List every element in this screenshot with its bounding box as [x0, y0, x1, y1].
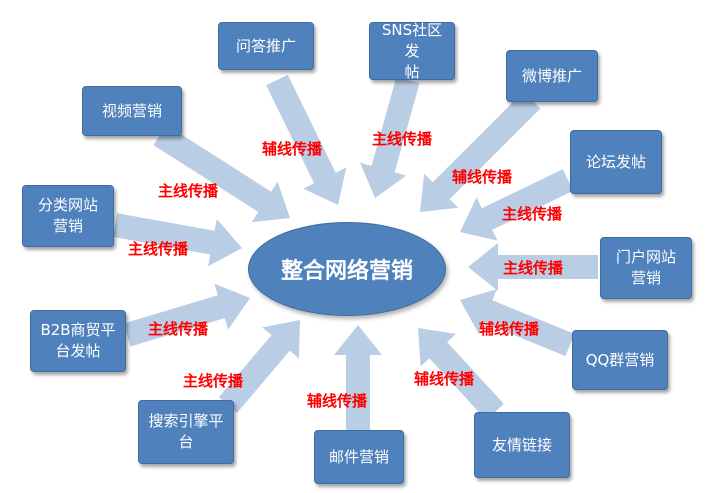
edge-label-classified: 主线传播: [128, 240, 189, 258]
node-weibo-label: 微博推广: [521, 66, 582, 85]
arrow-classified: [112, 213, 243, 267]
arrow-qq: [460, 289, 575, 357]
arrow-weibo: [420, 91, 541, 212]
edge-label-portal: 主线传播: [503, 259, 564, 277]
edge-label-video: 主线传播: [158, 182, 219, 200]
node-forum[interactable]: 论坛发帖: [570, 130, 662, 194]
node-forum-label: 论坛发帖: [585, 152, 646, 171]
node-video-label: 视频营销: [101, 101, 162, 120]
node-wenda[interactable]: 问答推广: [218, 22, 314, 70]
arrow-portal: [468, 243, 598, 291]
node-portal[interactable]: 门户网站 营销: [600, 237, 692, 299]
arrow-sns: [360, 76, 420, 198]
node-classified-label: 分类网站 营销: [37, 196, 98, 235]
arrow-email: [334, 325, 382, 430]
edge-label-sns: 主线传播: [372, 130, 433, 148]
node-b2b-label: B2B商贸平 台发帖: [40, 321, 116, 360]
node-email[interactable]: 邮件营销: [314, 430, 404, 484]
node-friendlink[interactable]: 友情链接: [474, 412, 570, 478]
center-label: 整合网络营销: [280, 259, 413, 284]
node-qq[interactable]: QQ群营销: [572, 330, 668, 390]
arrow-friendlink: [418, 328, 504, 421]
node-search-label: 搜索引擎平 台: [148, 412, 224, 451]
edge-label-forum: 主线传播: [502, 205, 563, 223]
edge-label-friendlink: 辅线传播: [414, 370, 475, 388]
arrow-search: [218, 320, 300, 413]
node-email-label: 邮件营销: [328, 447, 389, 466]
node-wenda-label: 问答推广: [235, 36, 296, 55]
center-node[interactable]: 整合网络营销: [248, 222, 446, 316]
node-b2b[interactable]: B2B商贸平 台发帖: [30, 310, 126, 372]
edge-label-search: 主线传播: [183, 372, 244, 390]
edge-label-b2b: 主线传播: [148, 320, 209, 338]
node-sns-label: SNS社区发 帖: [381, 20, 443, 81]
edge-label-weibo: 辅线传播: [452, 168, 513, 186]
arrow-b2b: [123, 283, 250, 347]
arrow-wenda: [266, 74, 347, 205]
edge-label-wenda: 辅线传播: [262, 140, 323, 158]
node-portal-label: 门户网站 营销: [615, 248, 676, 287]
node-weibo[interactable]: 微博推广: [506, 50, 598, 102]
edge-label-email: 辅线传播: [307, 392, 368, 410]
node-search[interactable]: 搜索引擎平 台: [138, 400, 234, 464]
arrow-forum: [460, 169, 574, 241]
node-video[interactable]: 视频营销: [82, 86, 182, 136]
node-classified[interactable]: 分类网站 营销: [22, 185, 114, 247]
node-qq-label: QQ群营销: [585, 350, 655, 369]
arrow-video: [153, 124, 290, 223]
edge-label-qq: 辅线传播: [479, 320, 540, 338]
node-friendlink-label: 友情链接: [491, 435, 552, 454]
node-sns[interactable]: SNS社区发 帖: [369, 20, 455, 81]
